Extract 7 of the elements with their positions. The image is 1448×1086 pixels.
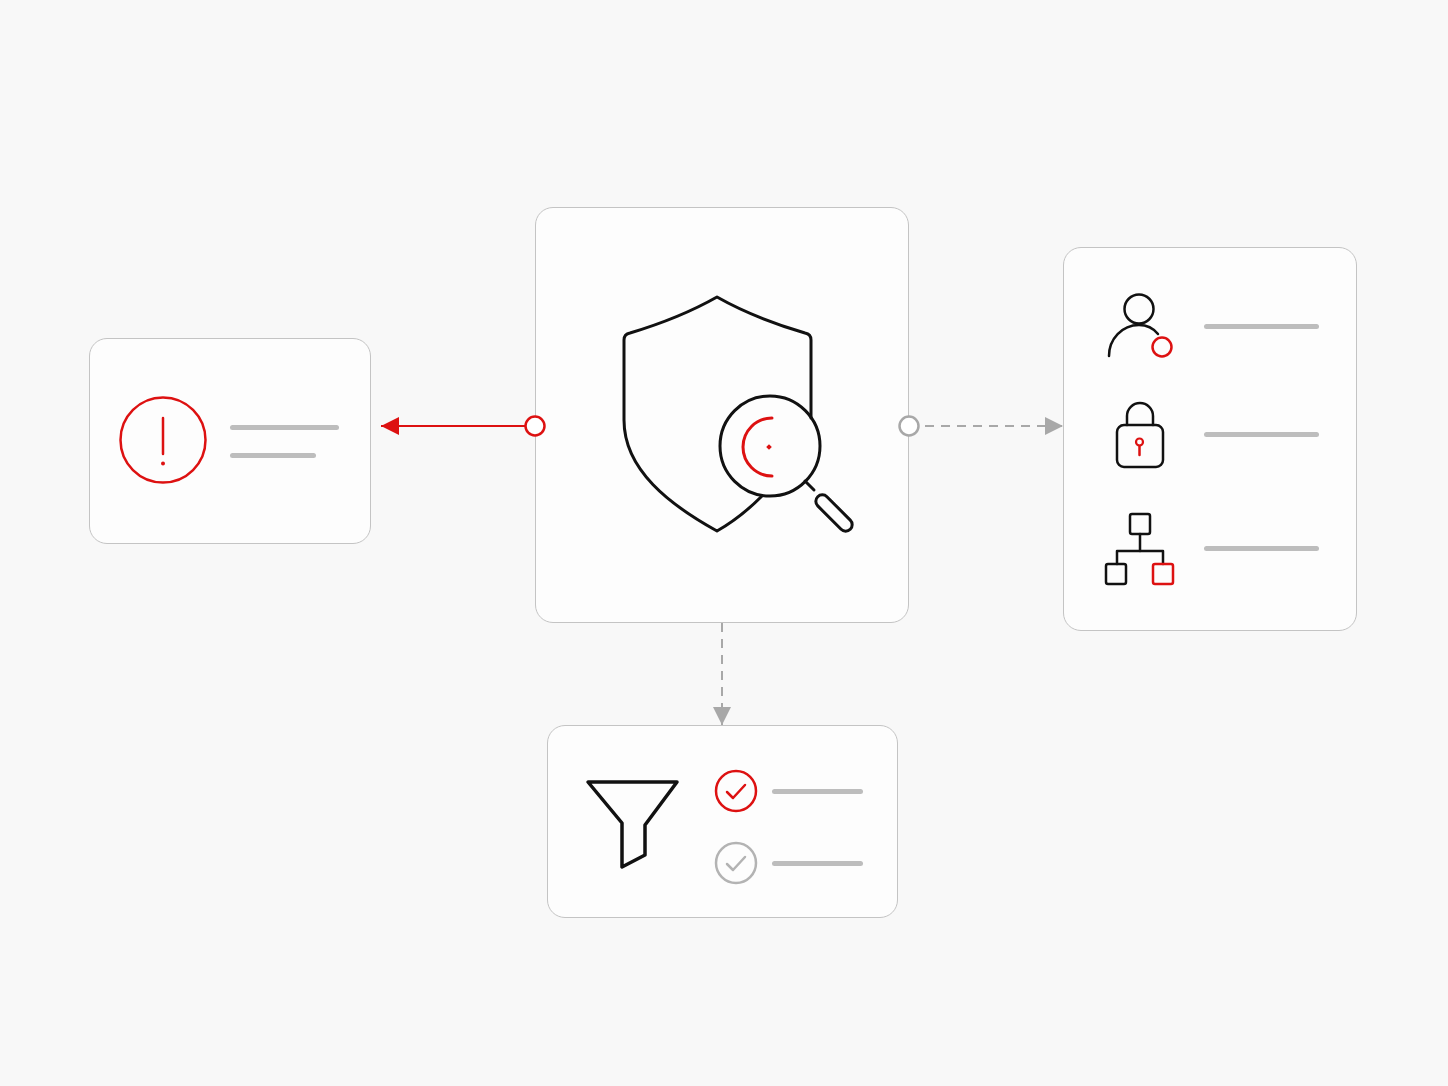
arrow (713, 622, 731, 726)
card (547, 725, 898, 918)
arrow (380, 415, 546, 437)
card (535, 207, 909, 623)
arrow (898, 415, 1064, 437)
card (1063, 247, 1357, 631)
card (89, 338, 371, 544)
